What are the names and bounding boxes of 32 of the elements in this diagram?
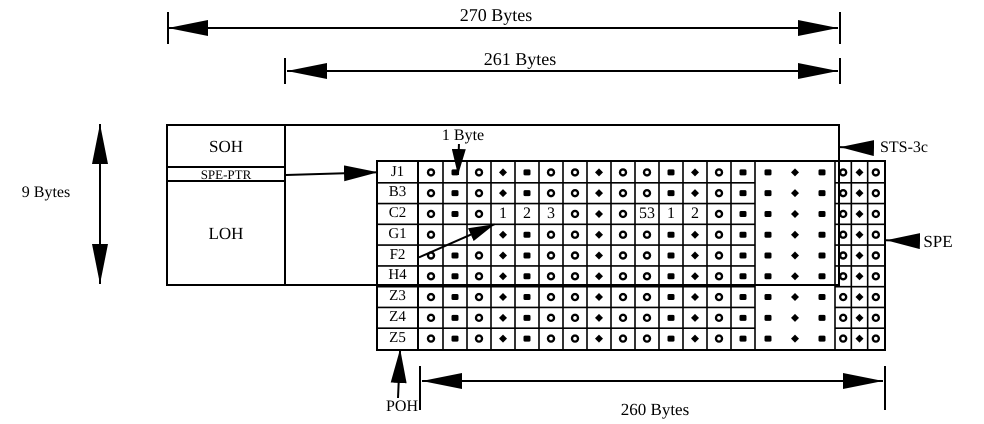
overhead-box: LOH [168,182,286,284]
arrow [452,144,466,176]
row-label: G1 [387,226,408,242]
row-label: B3 [388,185,408,200]
row-label: J1 [390,164,406,180]
dimension-label: 270 Bytes [458,6,534,24]
row-label: Z3 [388,289,407,304]
annotation-text: POH [382,398,422,416]
cell-number: 2 [690,206,700,222]
row-label: Z5 [388,330,407,346]
annotation-text: 1 Byte [434,127,492,144]
dimension-label: 9 Bytes [20,185,72,201]
cell-number: 2 [522,206,532,222]
arrow [418,223,495,258]
cell-number: 53 [638,206,656,222]
annotation-text: SPE [916,232,960,250]
row-label: C2 [388,206,408,222]
row-label: Z4 [388,310,407,325]
row-label: F2 [388,248,406,263]
dimension-label: 260 Bytes [620,401,690,418]
cell-number: 3 [546,206,556,222]
arrow [886,233,920,250]
overhead-box: SOH [168,126,286,168]
row-label: H4 [387,268,408,284]
grid-cell: 1 [491,204,515,224]
pointer-box: SPE-PTR [168,168,286,182]
cell-number: 1 [666,206,676,222]
arrow [390,348,407,398]
arrow [840,140,874,156]
annotation-text: STS-3c [872,139,936,157]
dimension-label: 261 Bytes [482,50,558,68]
arrow [286,165,378,182]
